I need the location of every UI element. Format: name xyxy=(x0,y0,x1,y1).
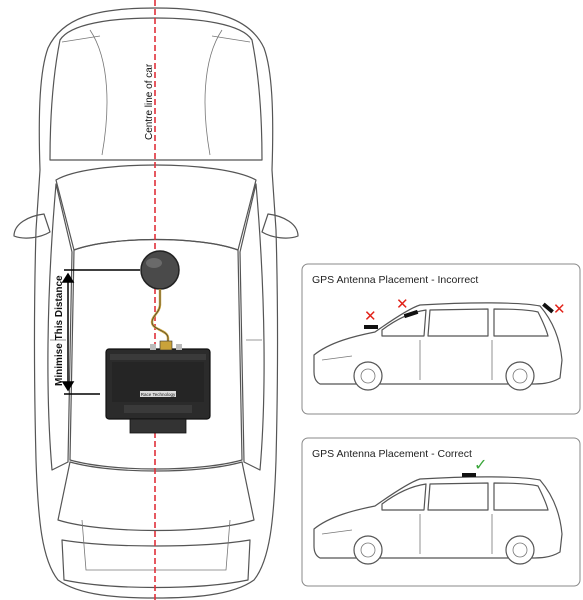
incorrect-cross-1: ✕ xyxy=(364,308,377,325)
data-logger-device xyxy=(105,340,211,434)
distance-arrow xyxy=(61,269,140,395)
panel-incorrect xyxy=(301,263,581,415)
minimise-distance-label: Minimise This Distance xyxy=(54,275,65,386)
correct-tick: ✓ xyxy=(474,457,487,474)
panel-correct-title: GPS Antenna Placement - Correct xyxy=(312,448,472,460)
centre-line-label: Centre line of car xyxy=(144,63,155,140)
car-top-view xyxy=(13,7,299,599)
device-brand-text: Race Technology xyxy=(141,392,176,397)
panel-correct xyxy=(301,437,581,587)
incorrect-cross-2: ✕ xyxy=(396,296,409,313)
incorrect-cross-3: ✕ xyxy=(553,301,566,318)
side-view-car-incorrect xyxy=(313,302,563,391)
gps-antenna xyxy=(140,250,180,290)
panel-incorrect-title: GPS Antenna Placement - Incorrect xyxy=(312,274,478,286)
side-view-car-correct xyxy=(313,473,563,565)
